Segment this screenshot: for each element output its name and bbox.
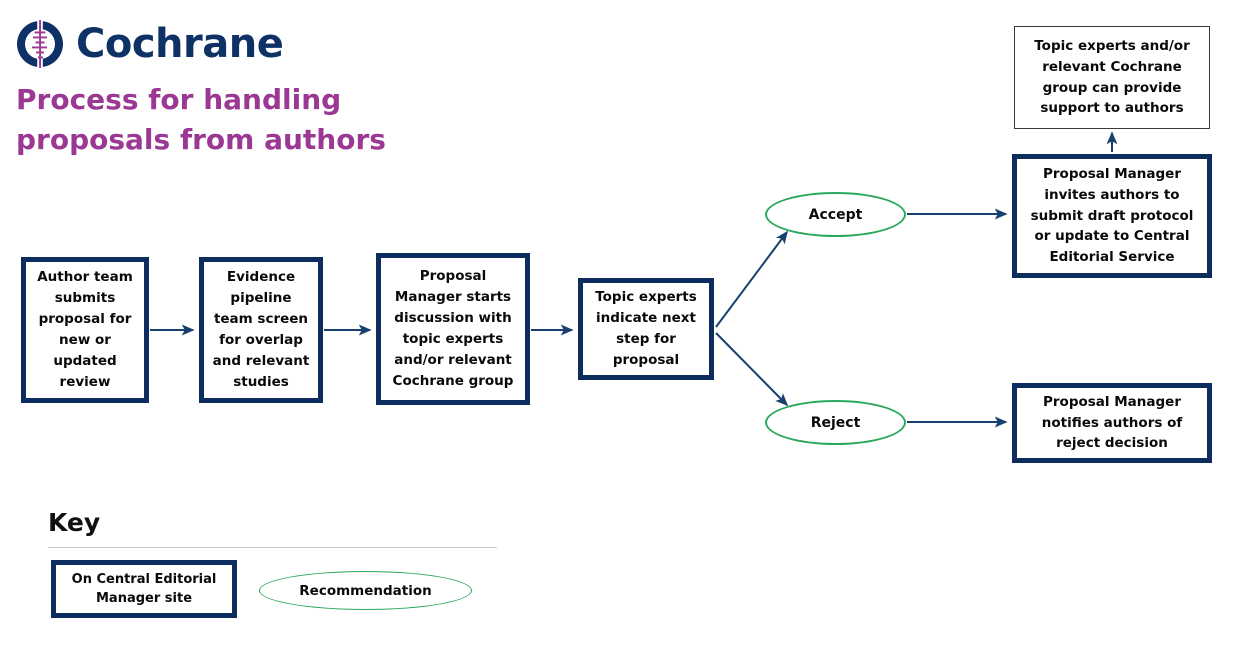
- key-divider: [48, 547, 497, 548]
- key-items: On Central Editorial Manager site Recomm…: [48, 560, 508, 622]
- node-proposal-manager-discussion[interactable]: Proposal Manager starts discussion with …: [376, 253, 530, 405]
- key-item-label: On Central Editorial Manager site: [71, 571, 217, 607]
- key-item-recommendation: Recommendation: [259, 571, 472, 610]
- node-label: Topic experts and/or relevant Cochrane g…: [1034, 37, 1190, 117]
- node-notifies-authors-reject[interactable]: Proposal Manager notifies authors of rej…: [1012, 383, 1212, 463]
- key-item-on-central-editorial-manager-site: On Central Editorial Manager site: [51, 560, 237, 618]
- cochrane-logo-icon: [14, 18, 66, 70]
- node-topic-experts-next-step[interactable]: Topic experts indicate next step for pro…: [578, 278, 714, 380]
- key-item-label: Recommendation: [299, 582, 432, 599]
- node-evidence-pipeline-screen[interactable]: Evidence pipeline team screen for overla…: [199, 257, 323, 403]
- node-label: Reject: [810, 414, 861, 431]
- node-label: Proposal Manager notifies authors of rej…: [1041, 393, 1183, 452]
- key-heading: Key: [48, 508, 101, 537]
- key-legend: Key On Central Editorial Manager site Re…: [48, 508, 508, 622]
- edge-topicexperts-to-accept: [715, 230, 788, 328]
- node-accept[interactable]: Accept: [765, 192, 906, 237]
- node-reject[interactable]: Reject: [765, 400, 906, 445]
- cochrane-logo: Cochrane: [14, 18, 284, 70]
- node-author-team-submits[interactable]: Author team submits proposal for new or …: [21, 257, 149, 403]
- header: Cochrane Process for handling proposals …: [0, 0, 520, 170]
- node-label: Author team submits proposal for new or …: [37, 269, 133, 390]
- cochrane-wordmark: Cochrane: [76, 21, 284, 67]
- node-label: Evidence pipeline team screen for overla…: [212, 269, 310, 390]
- node-label: Proposal Manager invites authors to subm…: [1030, 165, 1194, 266]
- node-invites-authors-draft-protocol[interactable]: Proposal Manager invites authors to subm…: [1012, 154, 1212, 278]
- node-topic-experts-support[interactable]: Topic experts and/or relevant Cochrane g…: [1014, 26, 1210, 129]
- node-label: Topic experts indicate next step for pro…: [595, 289, 697, 368]
- edge-topicexperts-to-reject: [715, 332, 789, 407]
- page-title: Process for handling proposals from auth…: [16, 83, 386, 157]
- node-label: Accept: [808, 206, 863, 223]
- node-label: Proposal Manager starts discussion with …: [392, 268, 514, 389]
